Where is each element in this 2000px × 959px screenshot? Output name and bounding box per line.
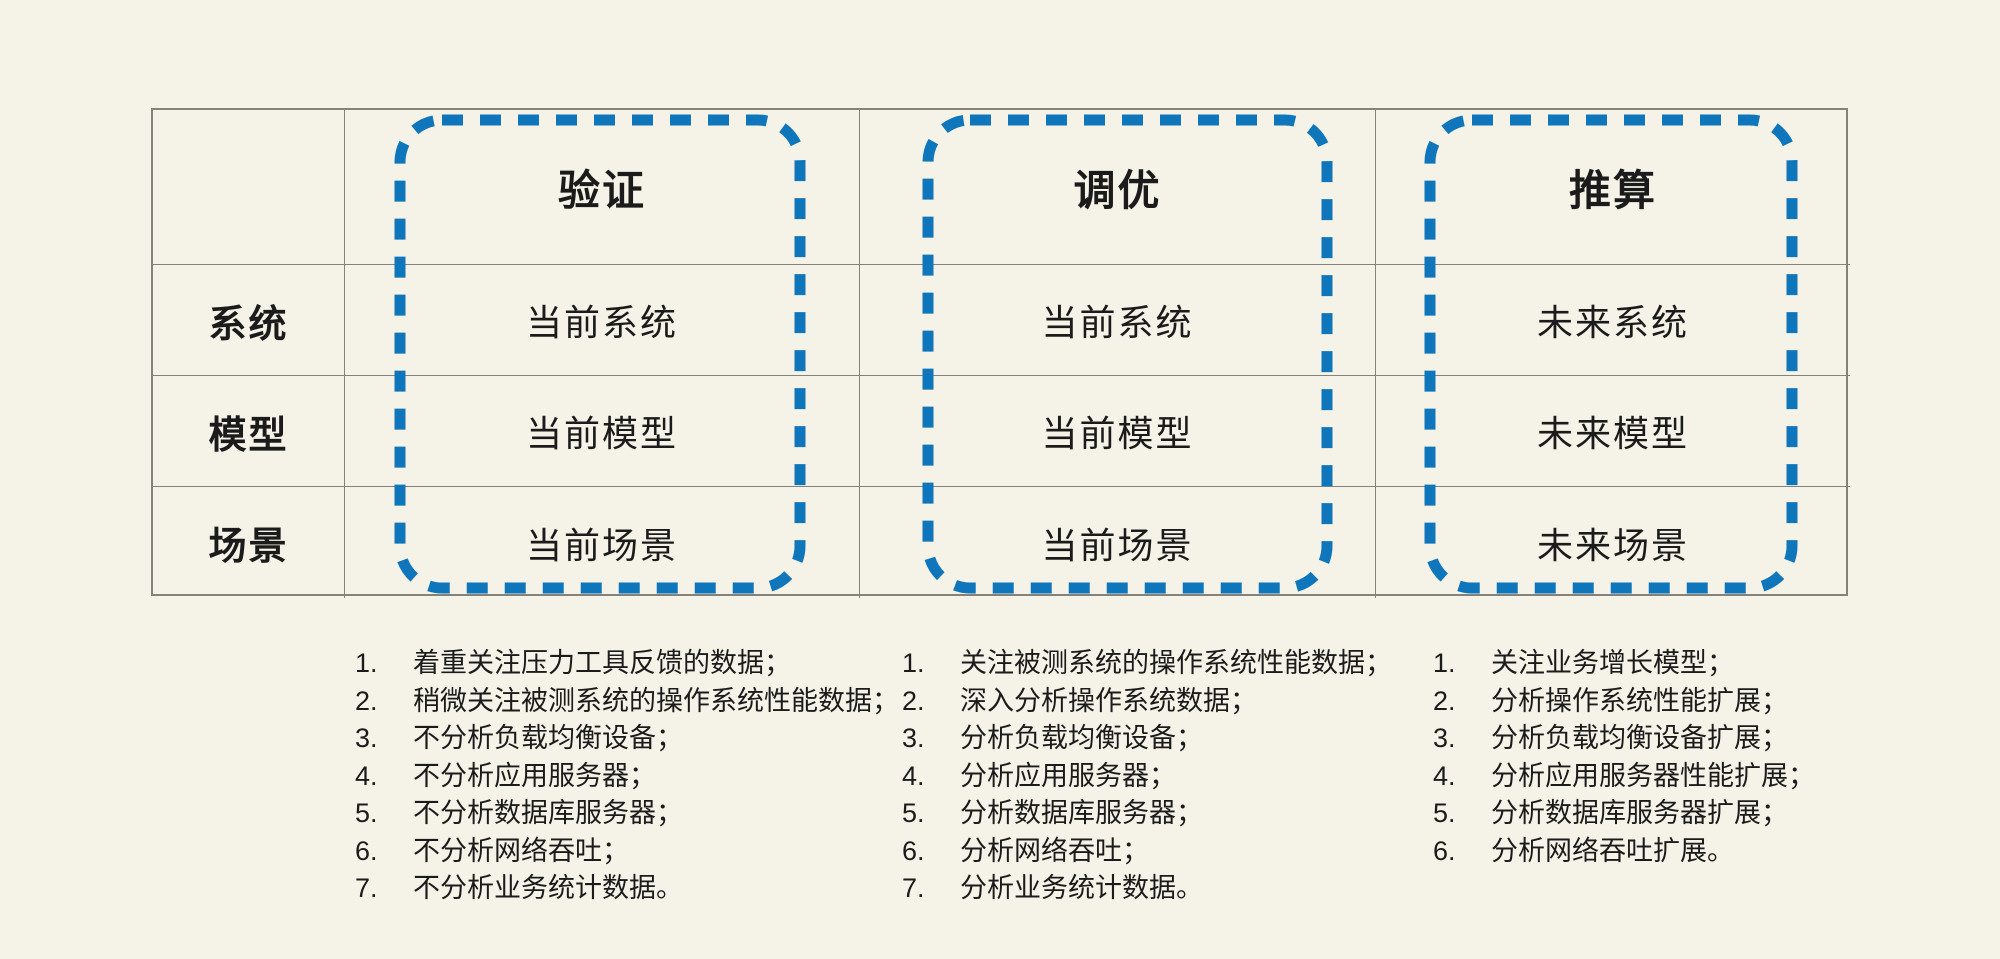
- note-item: 分析负载均衡设备；: [902, 720, 1203, 757]
- cell-verification-scenario: 当前场景: [345, 487, 860, 598]
- note-item: 分析网络吞吐扩展。: [1433, 833, 1734, 870]
- note-item: 分析数据库服务器；: [902, 795, 1203, 832]
- cell-verification-system: 当前系统: [345, 265, 860, 376]
- column-header-extrapolation: 推算: [1376, 110, 1850, 265]
- row-header-system: 系统: [153, 265, 345, 376]
- cell-tuning-system: 当前系统: [860, 265, 1376, 376]
- cell-verification-model: 当前模型: [345, 376, 860, 487]
- note-item: 着重关注压力工具反馈的数据；: [355, 645, 791, 682]
- column-header-verification: 验证: [345, 110, 860, 265]
- note-item: 不分析数据库服务器；: [355, 795, 683, 832]
- notes-tuning: 关注被测系统的操作系统性能数据； 深入分析操作系统数据； 分析负载均衡设备； 分…: [902, 645, 1392, 908]
- column-header-tuning: 调优: [860, 110, 1376, 265]
- corner-cell: [153, 110, 345, 265]
- note-item: 稍微关注被测系统的操作系统性能数据；: [355, 683, 899, 720]
- note-item: 分析应用服务器；: [902, 758, 1176, 795]
- note-item: 分析数据库服务器扩展；: [1433, 795, 1788, 832]
- note-item: 不分析负载均衡设备；: [355, 720, 683, 757]
- note-item: 关注业务增长模型；: [1433, 645, 1734, 682]
- note-item: 分析网络吞吐；: [902, 833, 1149, 870]
- notes-extrapolation: 关注业务增长模型； 分析操作系统性能扩展； 分析负载均衡设备扩展； 分析应用服务…: [1433, 645, 1815, 870]
- row-header-model: 模型: [153, 376, 345, 487]
- note-item: 分析操作系统性能扩展；: [1433, 683, 1788, 720]
- cell-extrapolation-system: 未来系统: [1376, 265, 1850, 376]
- cell-tuning-model: 当前模型: [860, 376, 1376, 487]
- note-item: 分析负载均衡设备扩展；: [1433, 720, 1788, 757]
- cell-tuning-scenario: 当前场景: [860, 487, 1376, 598]
- note-item: 深入分析操作系统数据；: [902, 683, 1257, 720]
- cell-extrapolation-model: 未来模型: [1376, 376, 1850, 487]
- notes-verification: 着重关注压力工具反馈的数据； 稍微关注被测系统的操作系统性能数据； 不分析负载均…: [355, 645, 899, 908]
- note-item: 分析应用服务器性能扩展；: [1433, 758, 1815, 795]
- note-item: 分析业务统计数据。: [902, 870, 1203, 907]
- note-item: 不分析业务统计数据。: [355, 870, 683, 907]
- note-item: 不分析网络吞吐；: [355, 833, 629, 870]
- note-item: 关注被测系统的操作系统性能数据；: [902, 645, 1392, 682]
- comparison-table: 验证 调优 推算 系统 当前系统 当前系统 未来系统 模型 当前模型 当前模型 …: [151, 108, 1850, 598]
- row-header-scenario: 场景: [153, 487, 345, 598]
- note-item: 不分析应用服务器；: [355, 758, 656, 795]
- cell-extrapolation-scenario: 未来场景: [1536, 524, 1689, 566]
